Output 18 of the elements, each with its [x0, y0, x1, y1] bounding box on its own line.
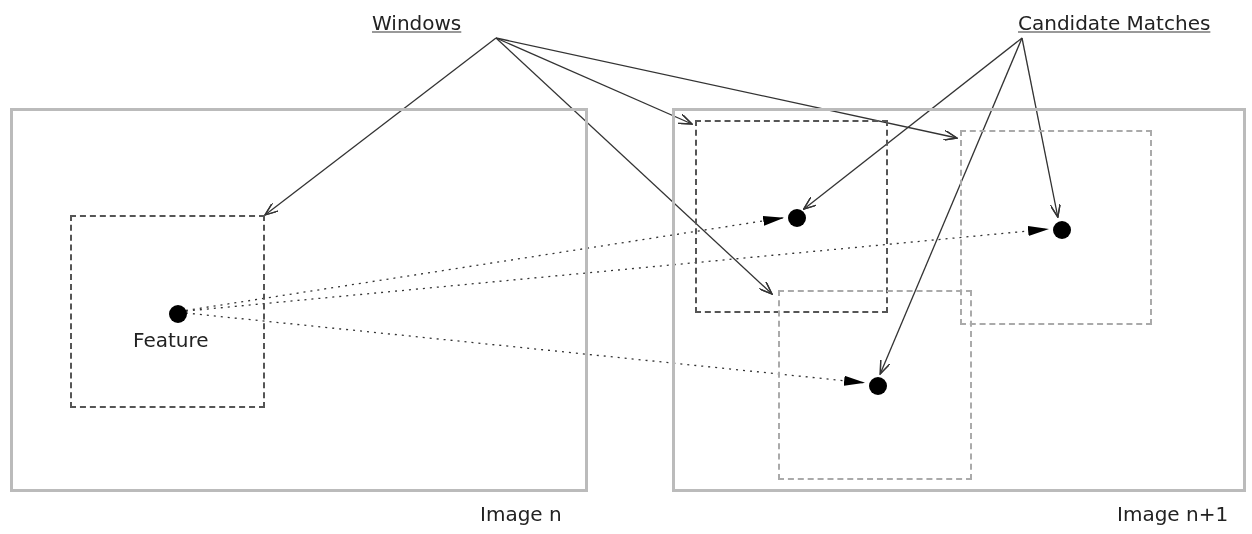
leader-arrow: [803, 37, 1023, 210]
leader-arrow: [1021, 37, 1061, 218]
leader-arrow: [264, 37, 497, 216]
search-window-box: [695, 120, 888, 313]
match-dot: [1053, 221, 1071, 239]
leader-arrow: [495, 37, 773, 295]
feature-label: Feature: [133, 328, 209, 352]
search-window-box: [778, 290, 972, 480]
image-label: Image n: [480, 502, 562, 526]
callout-label: Candidate Matches: [1018, 11, 1211, 35]
search-window-box: [70, 215, 265, 408]
match-dot: [788, 209, 806, 227]
match-dot: [869, 377, 887, 395]
search-window-box: [960, 130, 1152, 325]
callout-label: Windows: [372, 11, 462, 35]
leader-arrow: [879, 37, 1023, 375]
image-label: Image n+1: [1117, 502, 1229, 526]
leader-arrow: [495, 37, 958, 141]
